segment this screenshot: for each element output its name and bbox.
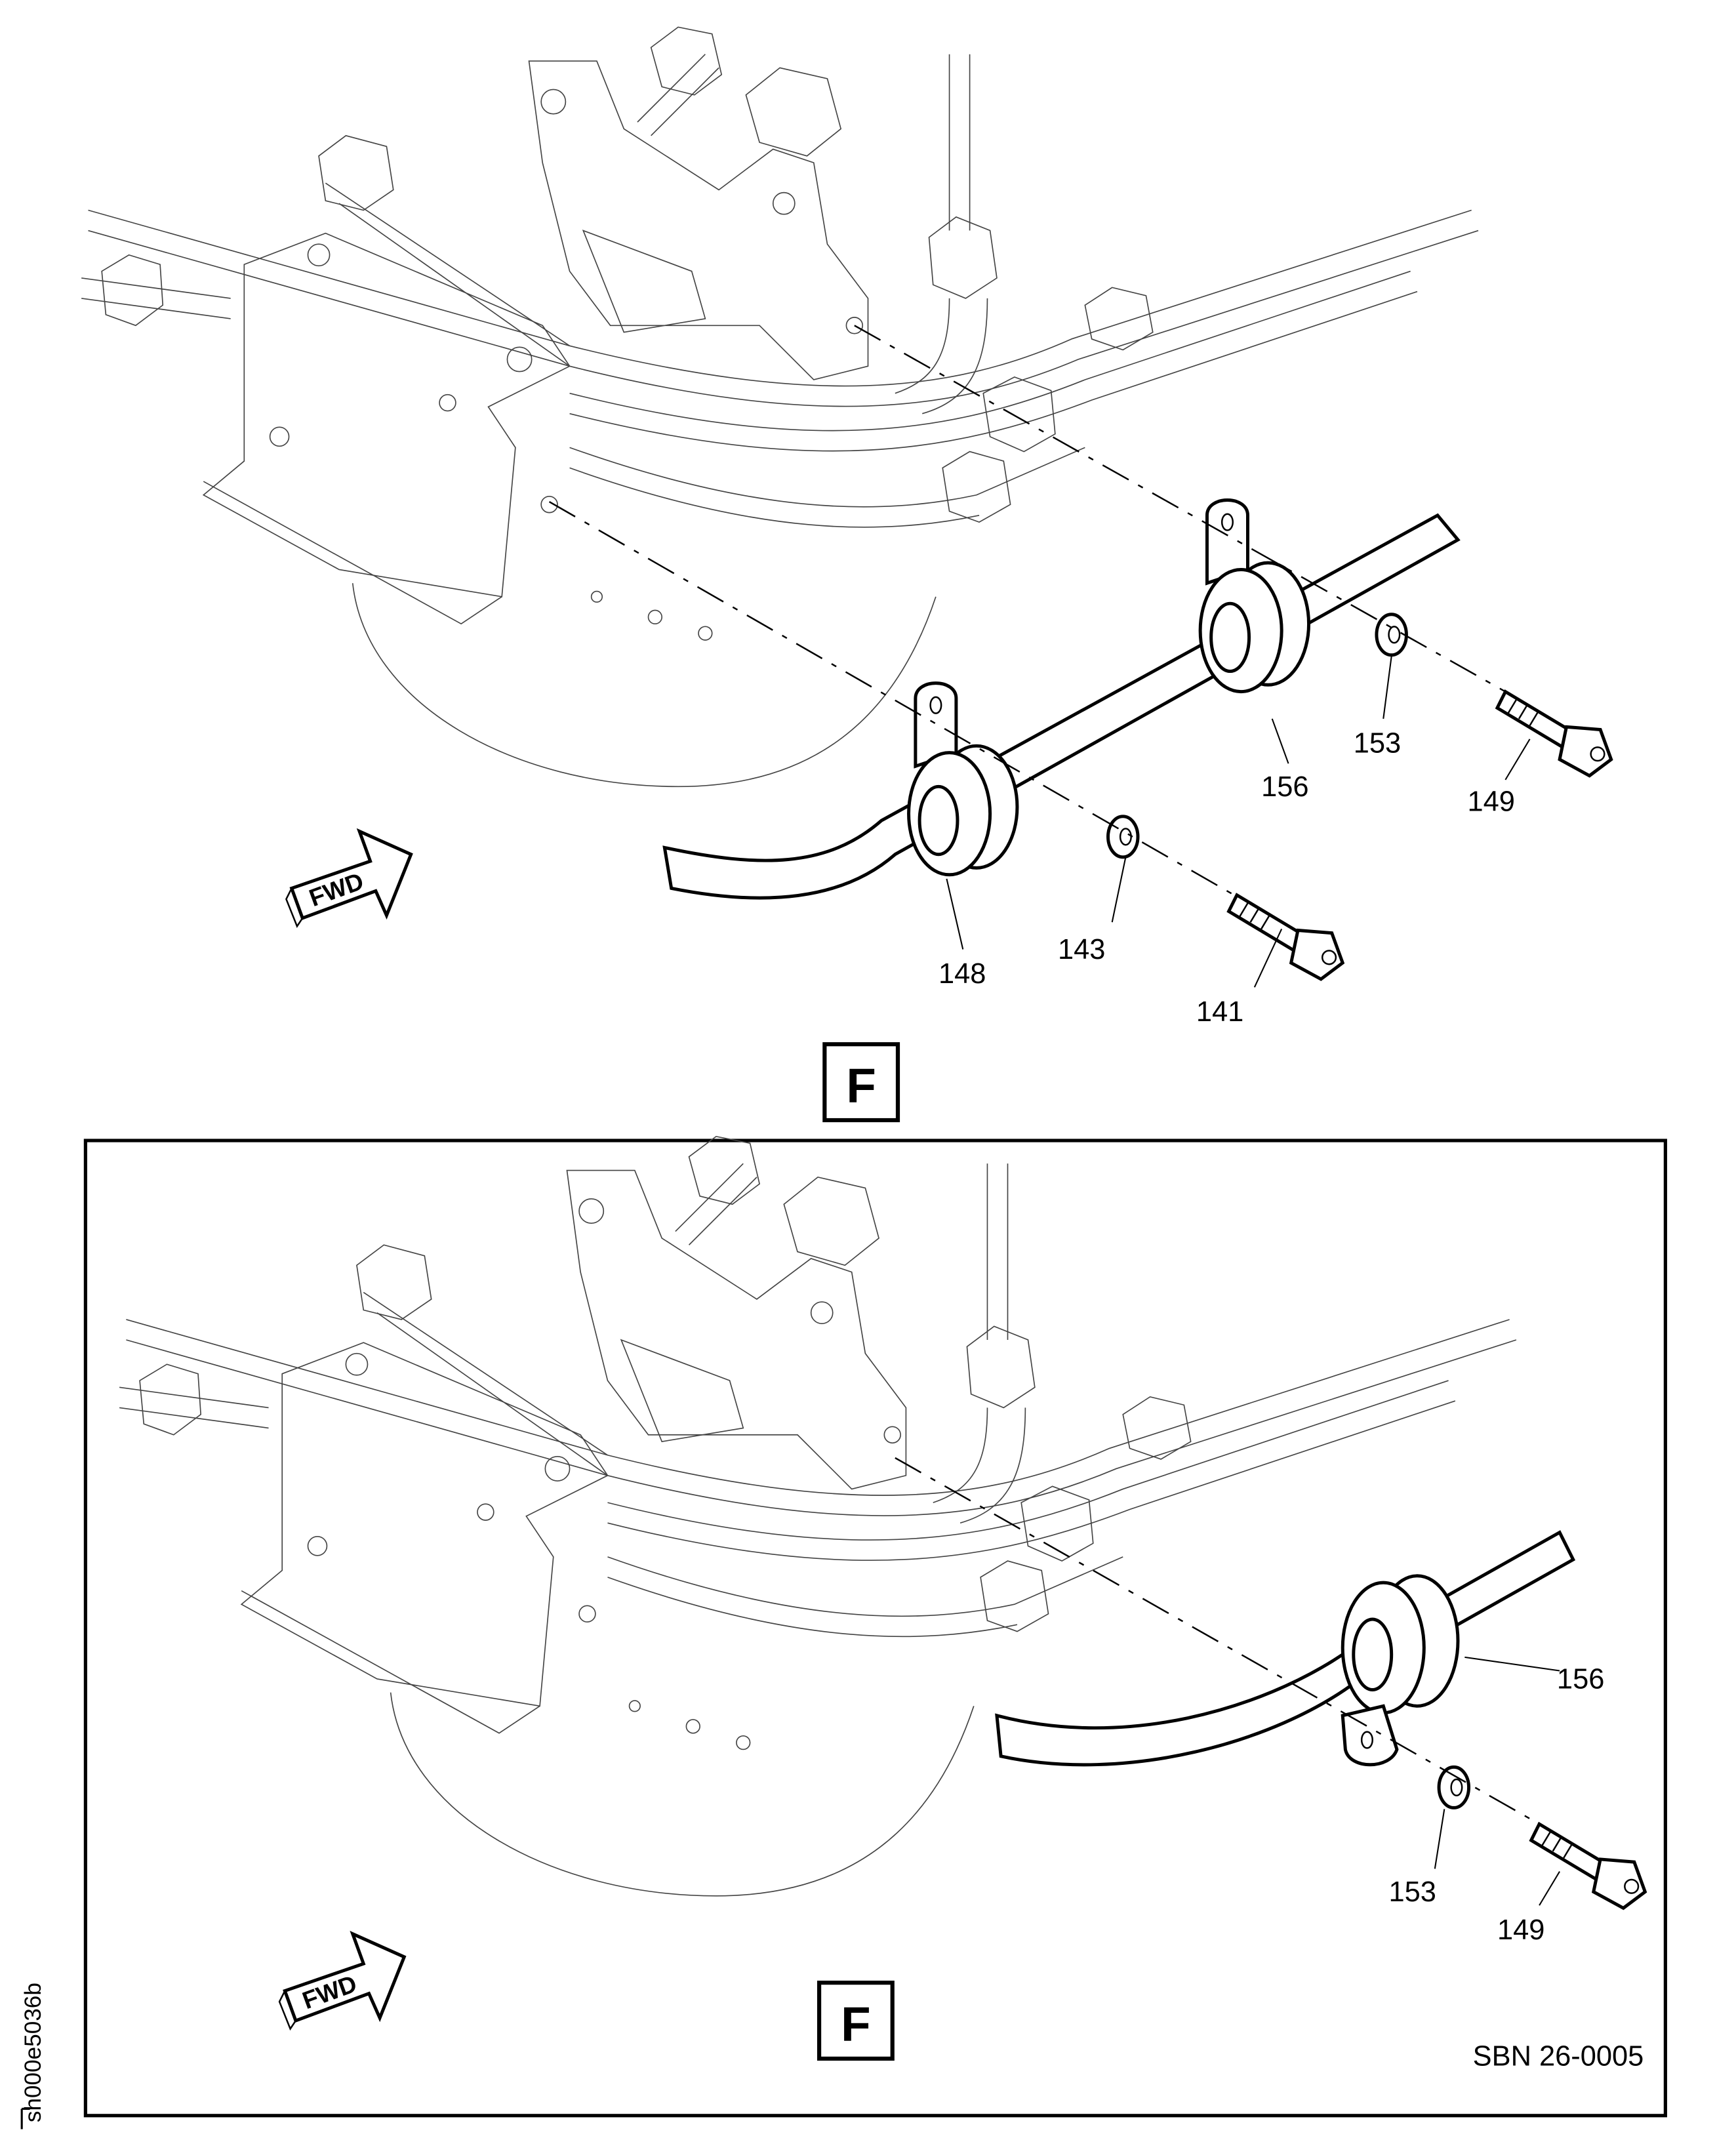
clamp-156 [1341, 1574, 1460, 1767]
forward-arrow-icon: FWD [286, 832, 411, 927]
bolt-149 [1531, 1824, 1645, 1908]
bolt-141 [1229, 895, 1343, 979]
callout-141: 141 [1196, 996, 1243, 1028]
callout-148: 148 [939, 958, 986, 990]
clamp-148 [909, 683, 1017, 875]
view-letter-box [822, 1042, 900, 1123]
view-frame [83, 1139, 1667, 2118]
callout-156: 156 [1261, 771, 1308, 803]
drawing-id: sh000e5036b [20, 1983, 46, 2122]
callout-153: 153 [1389, 1876, 1436, 1908]
washer-153 [1439, 1767, 1468, 1807]
sheet-reference: SBN 26-0005 [1473, 2040, 1644, 2072]
callout-156: 156 [1557, 1663, 1604, 1695]
stabilizer-bar [662, 513, 1461, 900]
view-letter-box [817, 1981, 895, 2061]
washer-153 [1377, 615, 1406, 655]
callout-149: 149 [1497, 1914, 1544, 1946]
view-letter: F [846, 1059, 876, 1113]
bolt-149 [1497, 692, 1611, 776]
background-assembly [119, 1135, 1517, 1897]
forward-arrow-icon: FWD [279, 1934, 404, 2029]
callout-153: 153 [1354, 728, 1401, 759]
view-letter: F [841, 1997, 870, 2051]
callout-149: 149 [1467, 786, 1514, 818]
bottom-view: 156 153 149 FWD F SBN 26-0005 [83, 1135, 1667, 2118]
washer-143 [1108, 817, 1138, 857]
stabilizer-bar [995, 1530, 1576, 1767]
callout-143: 143 [1058, 934, 1105, 965]
top-view: 148 143 141 156 153 149 FWD F [81, 26, 1611, 1123]
